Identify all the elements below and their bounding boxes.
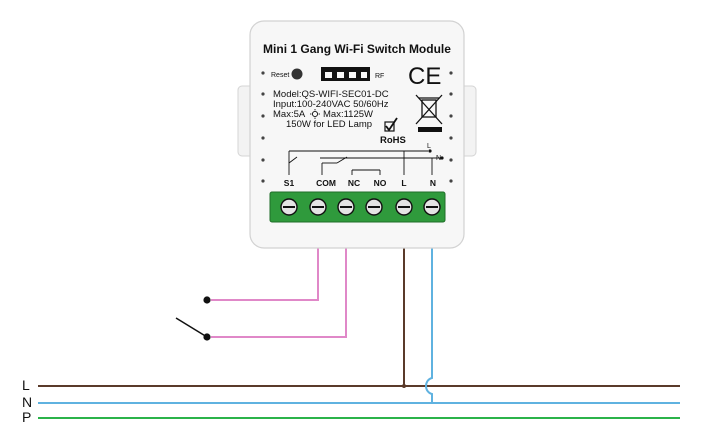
side-dots-right bbox=[449, 71, 453, 183]
switch-lever bbox=[175, 317, 208, 338]
rohs-label: RoHS bbox=[380, 135, 406, 146]
reset-label: Reset bbox=[271, 72, 289, 79]
p-line-label: P bbox=[22, 409, 31, 425]
terminal-label-l: L bbox=[401, 178, 406, 188]
module-title: Mini 1 Gang Wi-Fi Switch Module bbox=[263, 42, 451, 56]
n-feed-wire bbox=[425, 207, 433, 403]
reset-button bbox=[291, 68, 303, 80]
side-dots-left bbox=[261, 71, 265, 183]
terminal-screw-s1 bbox=[280, 198, 298, 216]
ce-mark: CE bbox=[408, 63, 441, 90]
input-text: Input:100-240VAC 50/60Hz bbox=[273, 99, 389, 110]
rf-dip-switch bbox=[321, 67, 370, 81]
schematic-n-label: N bbox=[436, 155, 441, 162]
rf-label: RF bbox=[375, 73, 384, 80]
terminal-label-no: NO bbox=[374, 178, 387, 188]
terminal-label-s1: S1 bbox=[284, 178, 295, 188]
weee-bin-icon bbox=[415, 94, 443, 132]
module-housing bbox=[249, 20, 465, 249]
l-line-label: L bbox=[22, 377, 30, 393]
model-text: Model:QS-WIFI-SEC01-DC bbox=[273, 89, 389, 100]
rohs-check-icon bbox=[384, 117, 398, 132]
bulb-icon bbox=[310, 109, 320, 119]
schematic-node-l bbox=[428, 149, 432, 153]
internal-schematic bbox=[288, 150, 440, 175]
terminal-label-nc: NC bbox=[348, 178, 360, 188]
terminal-screws bbox=[280, 198, 441, 216]
terminal-screw-com bbox=[309, 198, 327, 216]
terminal-screw-nc bbox=[337, 198, 355, 216]
schematic-l-label: L bbox=[427, 143, 431, 150]
switch-contact-bottom bbox=[203, 333, 211, 341]
max-power-text: Max:1125W bbox=[323, 109, 373, 120]
terminal-screw-l bbox=[395, 198, 413, 216]
switch-contact-top bbox=[203, 296, 211, 304]
terminal-label-com: COM bbox=[316, 178, 336, 188]
nc-wire bbox=[211, 207, 347, 338]
switch-module: Mini 1 Gang Wi-Fi Switch Module Reset RF… bbox=[237, 20, 477, 249]
max-current-text: Max:5A bbox=[273, 109, 306, 120]
schematic-node-n bbox=[440, 156, 444, 160]
external-switch bbox=[175, 296, 211, 341]
terminal-label-n: N bbox=[430, 178, 436, 188]
n-line-label: N bbox=[22, 394, 32, 410]
terminal-screw-no bbox=[365, 198, 383, 216]
led-text: 150W for LED Lamp bbox=[286, 119, 372, 130]
terminal-screw-n bbox=[423, 198, 441, 216]
l-junction bbox=[402, 384, 406, 388]
